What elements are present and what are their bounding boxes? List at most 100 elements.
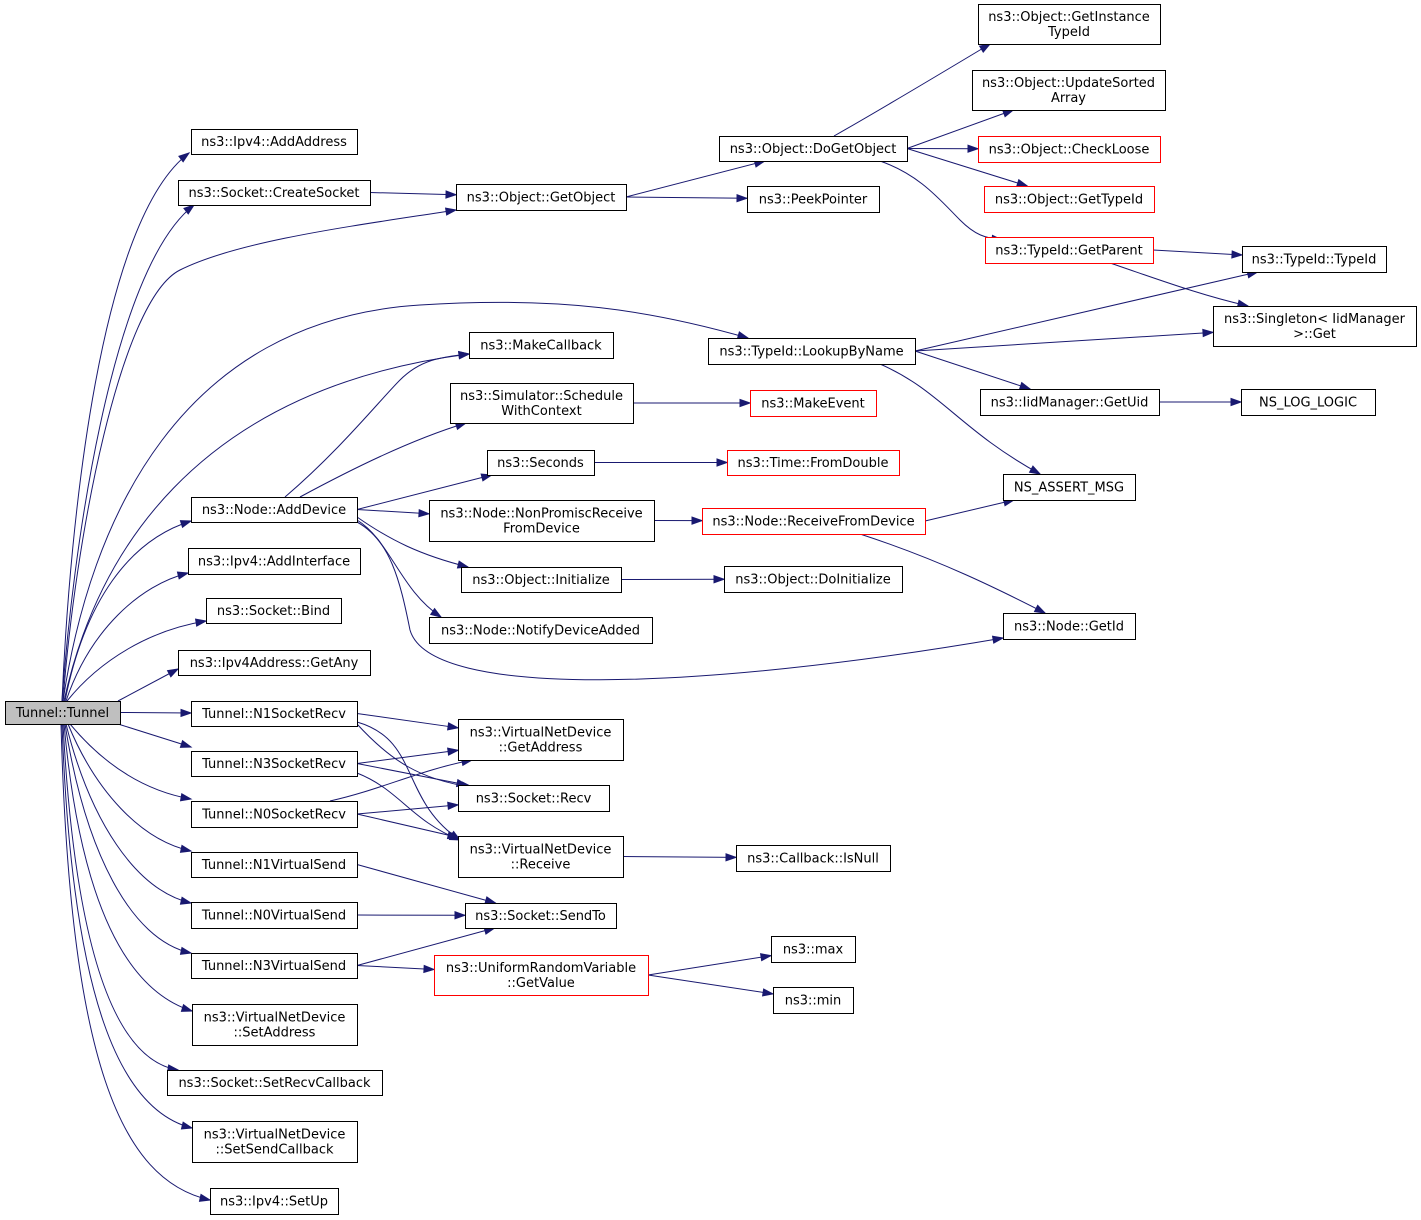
node-socket-sendto[interactable]: ns3::Socket::SendTo (465, 903, 617, 929)
edge-root-to-socket-bind-line (66, 620, 207, 702)
node-singleton-get-box (1213, 306, 1417, 347)
node-max[interactable]: ns3::max (771, 936, 856, 963)
edge-tunnel-n1socketrecv-to-vnd-getaddress-arrowhead (447, 722, 460, 731)
node-vnd-setaddress[interactable]: ns3::VirtualNetDevice::SetAddress (192, 1004, 358, 1046)
node-vnd-receive[interactable]: ns3::VirtualNetDevice::Receive (458, 836, 624, 878)
node-typeid-typeid[interactable]: ns3::TypeId::TypeId (1242, 246, 1387, 273)
node-node-getid[interactable]: ns3::Node::GetId (1003, 613, 1136, 640)
edge-object-dogetobject-to-object-updatesortedarray-line (906, 109, 1014, 149)
edge-root-to-ipv4-addaddress-arrowhead (178, 152, 191, 163)
edge-node-adddevice-to-object-initialize-line (356, 516, 469, 568)
node-vnd-receive-label: ::Receive (511, 858, 571, 873)
node-tunnel-n3virtualsend[interactable]: Tunnel::N3VirtualSend (191, 953, 358, 979)
edge-tunnel-n3socketrecv-to-socket-recv-line (356, 763, 468, 786)
node-socket-bind[interactable]: ns3::Socket::Bind (206, 598, 342, 624)
node-ipv4address-getany-box (178, 650, 371, 676)
edge-root-to-node-adddevice-arrowhead (179, 520, 193, 529)
edge-tunnel-n3socketrecv-to-vnd-receive-line (356, 772, 461, 841)
node-urv-getvalue-box (434, 955, 649, 996)
node-urv-getvalue-label: ::GetValue (507, 976, 575, 991)
node-urv-getvalue[interactable]: ns3::UniformRandomVariable::GetValue (434, 955, 649, 996)
edge-object-getobject-to-peekpointer (625, 193, 749, 203)
node-object-initialize[interactable]: ns3::Object::Initialize (461, 567, 622, 593)
edge-root-to-tunnel-n3virtualsend-line (64, 723, 192, 954)
edge-typeid-getparent-to-typeid-typeid-arrowhead (1231, 250, 1244, 259)
node-peekpointer[interactable]: ns3::PeekPointer (747, 186, 880, 213)
edge-object-initialize-to-object-doinitialize-arrowhead (713, 575, 726, 584)
edge-root-to-vnd-setsendcallback-line (61, 723, 193, 1129)
node-peekpointer-label: ns3::PeekPointer (759, 193, 868, 208)
node-ipv4-addaddress[interactable]: ns3::Ipv4::AddAddress (191, 129, 358, 155)
node-socket-createsocket[interactable]: ns3::Socket::CreateSocket (178, 180, 371, 206)
node-socket-bind-label: ns3::Socket::Bind (217, 604, 330, 619)
edge-tunnel-n0socketrecv-to-socket-recv (356, 801, 460, 815)
node-tunnel-n3socketrecv[interactable]: Tunnel::N3SocketRecv (191, 751, 358, 777)
node-node-adddevice[interactable]: ns3::Node::AddDevice (191, 497, 358, 523)
edge-root-to-tunnel-n0socketrecv (69, 723, 193, 802)
node-vnd-getaddress[interactable]: ns3::VirtualNetDevice::GetAddress (458, 719, 624, 761)
node-object-updatesortedarray-label: Array (1051, 91, 1086, 106)
node-vnd-setsendcallback[interactable]: ns3::VirtualNetDevice::SetSendCallback (192, 1121, 358, 1163)
node-min[interactable]: ns3::min (773, 987, 854, 1014)
node-tunnel-n0virtualsend[interactable]: Tunnel::N0VirtualSend (191, 902, 358, 929)
edge-object-dogetobject-to-object-checkloose-arrowhead (967, 144, 980, 153)
edge-socket-createsocket-to-object-getobject-line (369, 192, 457, 196)
edge-tunnel-n3socketrecv-to-vnd-getaddress-arrowhead (447, 747, 460, 756)
node-socket-setrecvcallback[interactable]: ns3::Socket::SetRecvCallback (167, 1070, 383, 1096)
edge-seconds-to-time-fromdouble-arrowhead (716, 458, 729, 467)
node-ipv4address-getany[interactable]: ns3::Ipv4Address::GetAny (178, 650, 371, 676)
node-typeid-lookupbyname[interactable]: ns3::TypeId::LookupByName (708, 338, 916, 365)
edge-root-to-tunnel-n3virtualsend-arrowhead (179, 946, 193, 955)
node-object-checkloose[interactable]: ns3::Object::CheckLoose (978, 136, 1161, 163)
node-singleton-get[interactable]: ns3::Singleton< IidManager>::Get (1213, 306, 1417, 347)
node-node-receivefromdevice[interactable]: ns3::Node::ReceiveFromDevice (702, 508, 926, 535)
node-object-gettypeid[interactable]: ns3::Object::GetTypeId (984, 186, 1155, 213)
edge-root-to-vnd-setsendcallback (61, 723, 194, 1130)
node-tunnel-n1socketrecv[interactable]: Tunnel::N1SocketRecv (191, 701, 358, 727)
edge-node-adddevice-to-object-initialize-arrowhead (456, 560, 470, 569)
node-typeid-getparent[interactable]: ns3::TypeId::GetParent (985, 237, 1154, 264)
edge-node-nonpromiscreceivefromdevice-to-node-receivefromdevice (653, 516, 704, 525)
node-makecallback[interactable]: ns3::MakeCallback (469, 332, 614, 359)
node-ipv4-setup[interactable]: ns3::Ipv4::SetUp (210, 1188, 339, 1215)
node-ns-log-logic[interactable]: NS_LOG_LOGIC (1241, 389, 1376, 416)
edge-root-to-tunnel-n3socketrecv-line (117, 723, 192, 748)
node-node-adddevice-label: ns3::Node::AddDevice (202, 503, 346, 518)
node-object-dogetobject[interactable]: ns3::Object::DoGetObject (719, 136, 908, 162)
node-makeevent[interactable]: ns3::MakeEvent (750, 390, 877, 417)
node-callback-isnull[interactable]: ns3::Callback::IsNull (736, 845, 891, 872)
node-ipv4-addinterface[interactable]: ns3::Ipv4::AddInterface (188, 548, 361, 575)
node-time-fromdouble[interactable]: ns3::Time::FromDouble (727, 450, 900, 476)
edge-root-to-tunnel-n1virtualsend (67, 723, 193, 853)
node-object-getobject[interactable]: ns3::Object::GetObject (456, 184, 627, 211)
node-socket-sendto-box (465, 903, 617, 929)
edge-urv-getvalue-to-min-line (647, 974, 774, 995)
node-tunnel-n0socketrecv[interactable]: Tunnel::N0SocketRecv (191, 801, 358, 828)
node-socket-setrecvcallback-box (167, 1070, 383, 1096)
node-node-notifydeviceadded[interactable]: ns3::Node::NotifyDeviceAdded (429, 617, 653, 644)
node-socket-recv[interactable]: ns3::Socket::Recv (458, 785, 610, 812)
edge-tunnel-n1virtualsend-to-socket-sendto-line (356, 864, 496, 904)
node-seconds[interactable]: ns3::Seconds (487, 450, 595, 476)
node-object-doinitialize[interactable]: ns3::Object::DoInitialize (724, 566, 903, 593)
edge-tunnel-n0socketrecv-to-vnd-receive (356, 813, 460, 840)
node-tunnel-n1virtualsend[interactable]: Tunnel::N1VirtualSend (191, 852, 358, 878)
node-ns-assert-msg[interactable]: NS_ASSERT_MSG (1003, 474, 1136, 501)
edge-root-to-tunnel-n0socketrecv-arrowhead (179, 793, 193, 802)
node-vnd-getaddress-label: ::GetAddress (499, 741, 583, 756)
node-object-initialize-box (461, 567, 622, 593)
node-object-getinstancetypeid-label: ns3::Object::GetInstance (988, 10, 1150, 25)
edge-root-to-typeid-lookupbyname-line (62, 301, 749, 702)
node-iidmanager-getuid[interactable]: ns3::IidManager::GetUid (980, 389, 1160, 416)
node-object-initialize-label: ns3::Object::Initialize (472, 573, 610, 588)
node-iidmanager-getuid-label: ns3::IidManager::GetUid (991, 396, 1149, 411)
edge-tunnel-n3virtualsend-to-socket-sendto-line (356, 927, 495, 966)
edge-typeid-lookupbyname-to-typeid-typeid-line (914, 271, 1258, 352)
edge-object-dogetobject-to-object-getinstancetypeid-arrowhead (978, 43, 992, 54)
edge-root-to-socket-createsocket-arrowhead (183, 204, 196, 215)
node-min-label: ns3::min (785, 994, 842, 1009)
